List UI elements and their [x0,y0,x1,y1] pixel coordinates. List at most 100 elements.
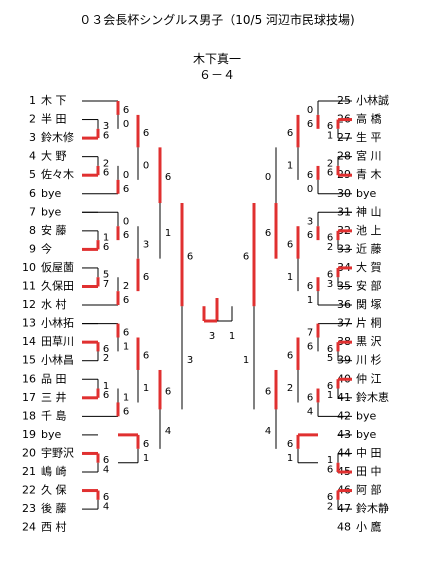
left-player-name: bye [41,428,61,441]
right-player-name: 青 木 [356,168,382,181]
left-player-name: 西 村 [41,520,67,534]
right-r3-score: 2 [287,383,293,394]
right-player-name: 神 山 [356,204,382,218]
right-player-name: 鈴木恵 [356,390,389,404]
right-player-name: bye [356,409,376,422]
left-player-name: 後 藤 [41,501,67,515]
right-r1-score: 1 [327,390,333,401]
left-r1-score: 6 [103,130,109,141]
left-player-name: 安 藤 [41,223,67,237]
left-player-name: 大 野 [41,149,67,163]
right-player-name: 小 鷹 [356,520,382,534]
right-r5-score: 6 [243,252,249,263]
right-r3-score: 6 [287,239,293,250]
right-r1-score: 6 [327,270,333,281]
left-r1-score: 4 [103,501,109,512]
left-r2-score: 6 [123,328,129,339]
left-r2-score: 0 [123,119,129,130]
left-r1-score: 1 [103,232,109,243]
left-player-name: 今 [41,241,52,255]
left-r1-score: 4 [103,464,109,475]
right-player-name: 近 藤 [356,242,382,255]
right-player-name: bye [356,187,376,200]
right-r4-score: 4 [265,426,271,437]
left-r2-score: 1 [123,341,129,352]
left-player-number: 13 [22,317,36,330]
right-r2-score: 6 [307,392,313,403]
left-player-number: 17 [22,391,36,404]
right-r2-score: 0 [307,105,313,116]
right-r3-score: 6 [287,439,293,450]
right-r3-score: 1 [287,161,293,172]
left-r1-score: 6 [103,492,109,503]
right-player-number: 48 [337,521,351,534]
left-player-name: bye [41,187,61,200]
left-r1-score: 6 [103,344,109,355]
left-r1-score: 2 [103,353,109,364]
left-player-number: 5 [29,168,36,181]
final-score: ６－４ [198,68,235,82]
left-r1-score: 6 [103,455,109,466]
left-r5-score: 6 [187,252,193,263]
left-player-number: 6 [29,187,36,200]
left-player-number: 10 [22,261,36,274]
right-player-name: 安 部 [356,279,382,293]
left-r3-score: 0 [143,161,149,172]
left-player-number: 2 [29,113,36,126]
left-r4-score: 1 [165,228,171,239]
right-r3-score: 6 [287,128,293,139]
left-player-name: 水 村 [41,297,67,311]
right-r3-score: 1 [287,272,293,283]
left-player-name: 久 保 [41,483,67,497]
right-r1-score: 6 [327,344,333,355]
left-player-number: 15 [22,354,36,367]
right-player-name: 池 上 [356,224,382,237]
left-player-name: 小林拓 [41,316,74,330]
left-r2-score: 6 [123,295,129,306]
left-player-number: 16 [22,372,36,385]
left-player-name: 仮屋薗 [41,261,74,274]
right-r1-score: 6 [327,492,333,503]
left-r1-score: 6 [103,168,109,179]
left-r2-score: 0 [123,216,129,227]
left-r2-score: 0 [123,170,129,181]
left-player-number: 8 [29,224,36,237]
right-player-name: 高 橋 [356,112,382,126]
left-player-name: 半 田 [41,112,67,126]
right-r1-score: 1 [327,130,333,141]
left-player-number: 23 [22,502,36,515]
left-r1-score: 7 [103,279,109,290]
right-r1-score: 6 [327,464,333,475]
left-r2-score: 6 [123,105,129,116]
right-player-name: 関 塚 [356,298,382,311]
left-r1-score: 6 [103,390,109,401]
left-player-number: 19 [22,428,36,441]
right-r4-score: 0 [265,172,271,183]
right-player-name: 阿 部 [356,483,382,497]
right-player-name: 鈴木静 [356,501,389,515]
left-r3-score: 1 [143,453,149,464]
left-player-number: 3 [29,131,36,144]
right-r1-score: 5 [327,353,333,364]
right-player-name: bye [356,428,376,441]
right-r2-score: 0 [307,184,313,195]
final-score-right: 1 [229,331,235,342]
right-player-name: 黒 沢 [356,334,382,348]
left-r1-score: 6 [103,242,109,253]
right-r1-score: 6 [327,232,333,243]
left-r4-score: 6 [165,172,171,183]
left-player-name: 三 井 [41,390,67,404]
left-player-number: 18 [22,409,36,422]
left-r5-score: 3 [187,355,193,366]
left-r3-score: 6 [143,272,149,283]
right-r3-score: 1 [287,453,293,464]
right-r2-score: 6 [307,170,313,181]
right-r1-score: 6 [327,168,333,179]
left-player-number: 9 [29,242,36,255]
right-r4-score: 6 [265,228,271,239]
right-r1-score: 2 [327,501,333,512]
left-player-name: 品 田 [41,372,67,385]
left-player-name: 宇野沢 [41,445,74,459]
left-r1-score: 2 [103,158,109,169]
